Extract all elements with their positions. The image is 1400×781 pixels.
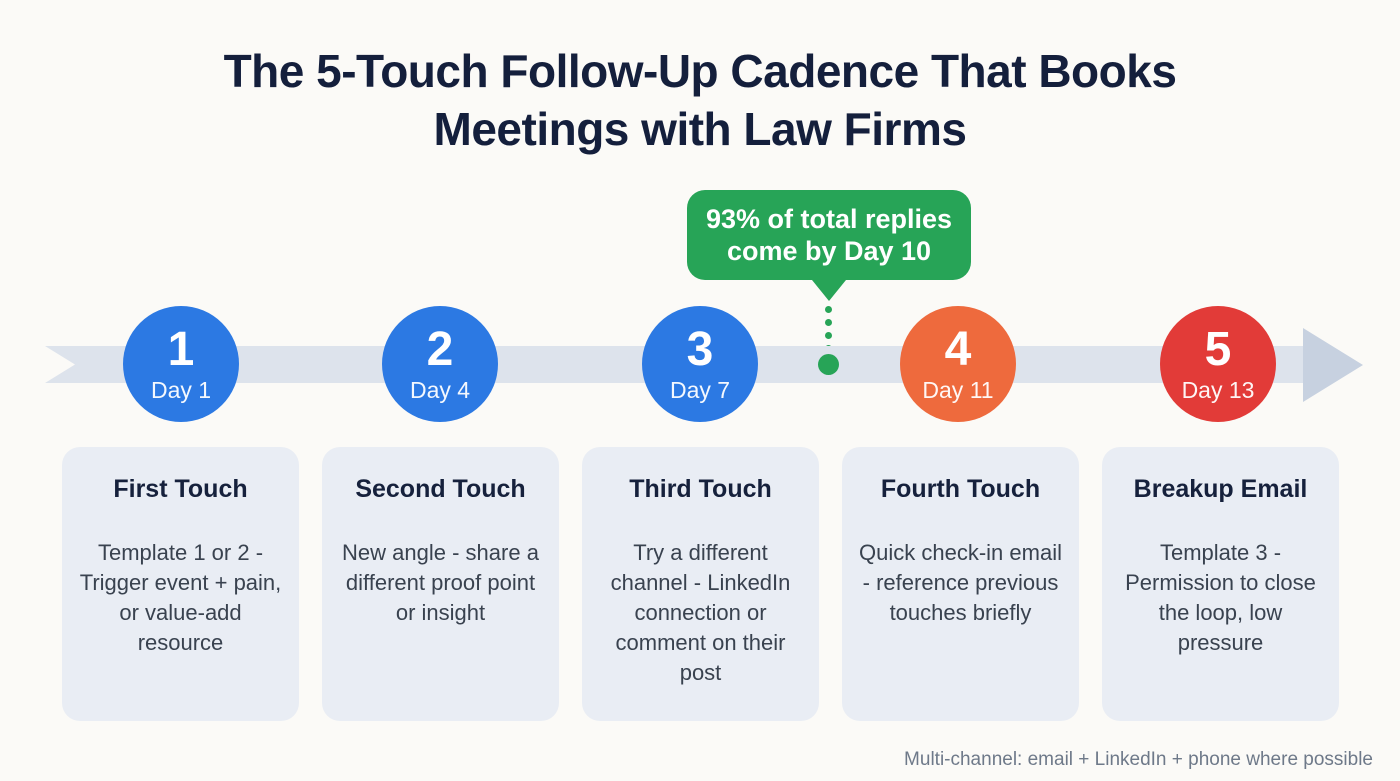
card-title: Second Touch <box>355 475 526 503</box>
card-body: Template 1 or 2 - Trigger event + pain, … <box>79 540 282 655</box>
touch-number: 3 <box>686 322 714 376</box>
card-body: Quick check-in email - reference previou… <box>859 540 1062 625</box>
touch-day-label: Day 11 <box>922 376 994 403</box>
card-body: New angle - share a different proof poin… <box>342 540 539 625</box>
day10-marker-dot <box>818 354 839 375</box>
cards-row: First Touch Template 1 or 2 - Trigger ev… <box>62 447 1339 721</box>
timeline-arrowhead-icon <box>1303 328 1363 402</box>
callout-text: 93% of total replies come by Day 10 <box>705 204 953 266</box>
footer-note: Multi-channel: email + LinkedIn + phone … <box>904 749 1373 770</box>
touch-day-label: Day 4 <box>409 376 471 403</box>
touch-day-label: Day 7 <box>669 376 731 403</box>
card-third-touch: Third Touch Try a different channel - Li… <box>582 447 819 721</box>
connector-dot-icon <box>825 319 832 326</box>
touch-circle-1: 1 Day 1 <box>123 306 239 422</box>
touch-number: 2 <box>426 322 454 376</box>
touch-number: 1 <box>167 322 195 376</box>
touch-number: 5 <box>1204 322 1232 376</box>
touch-day-label: Day 13 <box>1181 376 1255 403</box>
card-title: First Touch <box>113 475 248 503</box>
touch-number: 4 <box>944 322 972 376</box>
card-title: Fourth Touch <box>880 475 1041 503</box>
touch-circle-3: 3 Day 7 <box>642 306 758 422</box>
card-breakup-email: Breakup Email Template 3 - Permission to… <box>1102 447 1339 721</box>
touch-day-label: Day 1 <box>150 376 212 403</box>
touch-circle-4: 4 Day 11 <box>900 306 1016 422</box>
card-title: Third Touch <box>629 475 772 503</box>
callout-bubble: 93% of total replies come by Day 10 <box>687 190 971 301</box>
connector-dot-icon <box>825 306 832 313</box>
callout-pointer-icon <box>812 280 846 301</box>
touch-circle-5: 5 Day 13 <box>1160 306 1276 422</box>
touch-circle-2: 2 Day 4 <box>382 306 498 422</box>
card-second-touch: Second Touch New angle - share a differe… <box>322 447 559 721</box>
card-body: Template 3 - Permission to close the loo… <box>1125 540 1316 655</box>
card-title: Breakup Email <box>1133 475 1308 503</box>
card-fourth-touch: Fourth Touch Quick check-in email - refe… <box>842 447 1079 721</box>
card-first-touch: First Touch Template 1 or 2 - Trigger ev… <box>62 447 299 721</box>
page-title: The 5-Touch Follow-Up Cadence That Books… <box>223 45 1177 155</box>
connector-dot-icon <box>825 332 832 339</box>
card-body: Try a different channel - LinkedIn conne… <box>610 540 791 685</box>
